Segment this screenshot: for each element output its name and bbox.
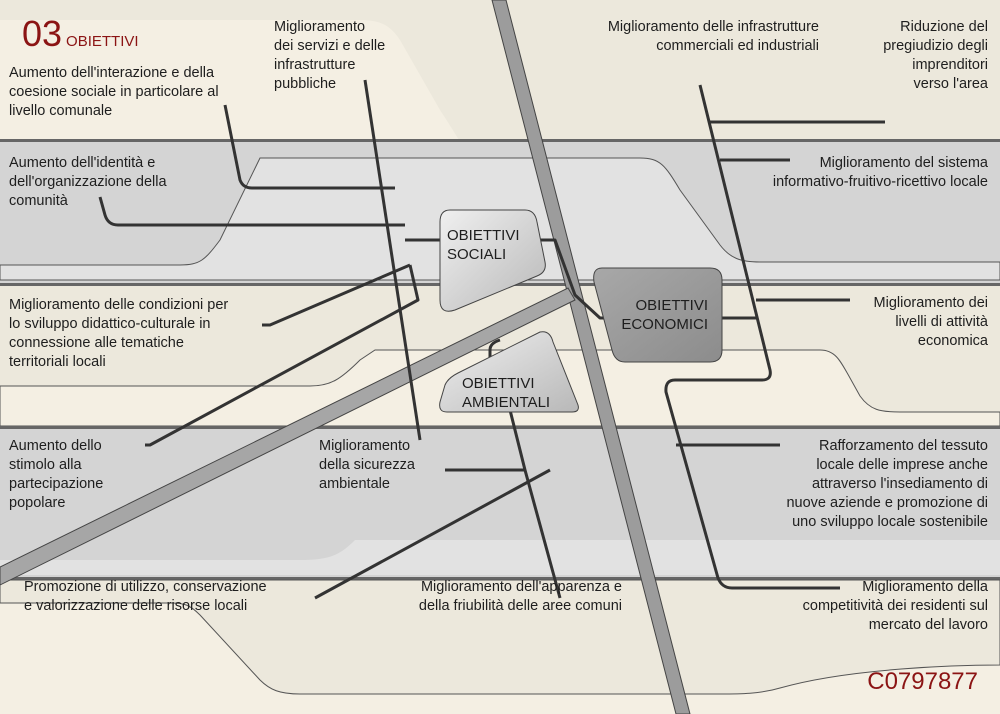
text-line: livelli di attività: [895, 314, 988, 330]
text-line: Miglioramento dei: [873, 295, 988, 311]
hub-ambientali-shape: [439, 331, 579, 413]
text-line: Aumento dello: [9, 438, 102, 454]
text-line: Rafforzamento del tessuto: [819, 438, 988, 454]
text-line: Miglioramento del sistema: [819, 155, 988, 171]
text-line: Aumento dell'identità e: [9, 155, 156, 171]
text-line: Aumento dell'interazione e della: [9, 65, 215, 81]
text-line: imprenditori: [912, 57, 988, 73]
text-line: dell'organizzazione della: [9, 174, 167, 190]
hub-economici: OBIETTIVI ECONOMICI: [608, 296, 708, 334]
text-line: attraverso l'insediamento di: [811, 476, 988, 492]
hub-ambientali-line1: OBIETTIVI: [462, 375, 535, 392]
label-risorse: Promozione di utilizzo, conservazione e …: [24, 578, 267, 616]
text-line: commerciali ed industriali: [656, 38, 819, 54]
text-line: e valorizzazione delle risorse locali: [24, 598, 248, 614]
label-competitivita: Miglioramento della competitività dei re…: [803, 578, 988, 635]
hub-sociali: OBIETTIVI SOCIALI: [447, 226, 520, 264]
road-diagonal: [0, 287, 576, 586]
text-line: comunità: [9, 193, 68, 209]
text-line: popolare: [9, 495, 66, 511]
text-line: coesione sociale in particolare al: [9, 84, 219, 100]
text-line: della sicurezza: [319, 457, 415, 473]
hub-sociali-shape: [439, 209, 546, 312]
label-sicurezza: Miglioramento della sicurezza ambientale: [319, 437, 415, 494]
hub-ambientali: OBIETTIVI AMBIENTALI: [462, 374, 550, 412]
text-line: Miglioramento delle infrastrutture: [607, 19, 819, 35]
label-servizi: Miglioramento dei servizi e delle infras…: [274, 18, 385, 94]
connector-lines: [98, 79, 885, 600]
text-line: ambientale: [319, 476, 390, 492]
text-line: Miglioramento: [274, 19, 366, 35]
text-line: stimolo alla: [9, 457, 82, 473]
text-line: Miglioramento delle condizioni per: [9, 297, 229, 313]
label-informativo: Miglioramento del sistema informativo-fr…: [773, 154, 988, 192]
road-vertical: [491, 0, 691, 714]
image-code: C0797877: [867, 668, 978, 695]
label-apparenza: Miglioramento dell'apparenza e della fri…: [419, 578, 622, 616]
hub-economici-line2: ECONOMICI: [621, 316, 708, 333]
text-line: uno sviluppo locale sostenibile: [792, 514, 988, 530]
text-line: informativo-fruitivo-ricettivo locale: [772, 174, 988, 190]
text-line: connessione alle tematiche: [9, 335, 184, 351]
hub-ambientali-line2: AMBIENTALI: [462, 394, 551, 411]
text-line: nuove aziende e promozione di: [786, 495, 988, 511]
text-line: dei servizi e delle: [274, 38, 386, 54]
label-identita: Aumento dell'identità e dell'organizzazi…: [9, 154, 167, 211]
text-line: pregiudizio degli: [883, 38, 988, 54]
text-line: della friubilità delle aree comuni: [418, 598, 622, 614]
hub-economici-line1: OBIETTIVI: [635, 297, 708, 314]
label-interazione: Aumento dell'interazione e della coesion…: [9, 64, 219, 121]
band-top: [0, 0, 1000, 170]
text-line: territoriali locali: [9, 354, 106, 370]
text-line: economica: [917, 333, 988, 349]
text-line: locale delle imprese anche: [816, 457, 988, 473]
text-line: infrastrutture: [274, 57, 356, 73]
text-line: Miglioramento dell'apparenza e: [420, 579, 622, 595]
hub-sociali-line2: SOCIALI: [447, 246, 507, 263]
text-line: pubbliche: [274, 76, 337, 92]
label-attivita: Miglioramento dei livelli di attività ec…: [874, 294, 988, 351]
section-title: OBIETTIVI: [66, 33, 139, 50]
hub-sociali-line1: OBIETTIVI: [447, 227, 520, 244]
text-line: partecipazione: [9, 476, 104, 492]
text-line: lo sviluppo didattico-culturale in: [9, 316, 211, 332]
text-line: Miglioramento: [319, 438, 411, 454]
label-tessuto: Rafforzamento del tessuto locale delle i…: [786, 437, 988, 532]
label-didattico: Miglioramento delle condizioni per lo sv…: [9, 296, 228, 372]
text-line: mercato del lavoro: [868, 617, 988, 633]
text-line: Promozione di utilizzo, conservazione: [24, 579, 267, 595]
text-line: Riduzione del: [900, 19, 988, 35]
text-line: livello comunale: [9, 103, 113, 119]
text-line: Miglioramento della: [862, 579, 988, 595]
label-stimolo: Aumento dello stimolo alla partecipazion…: [9, 437, 103, 513]
section-number: 03: [22, 13, 63, 54]
hub-economici-shape: [593, 267, 723, 363]
text-line: verso l'area: [913, 76, 989, 92]
text-line: competitività dei residenti sul: [802, 598, 988, 614]
label-pregiudizio: Riduzione del pregiudizio degli imprendi…: [883, 18, 988, 94]
label-infrastrutture-commerciali: Miglioramento delle infrastrutture comme…: [608, 18, 819, 56]
